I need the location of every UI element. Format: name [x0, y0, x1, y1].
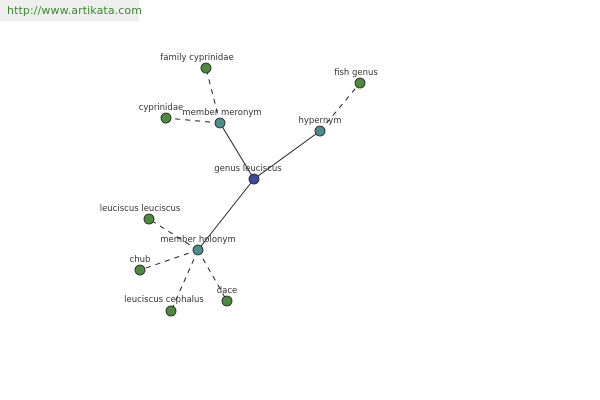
- node-family-cyprinidae[interactable]: family cyprinidae: [160, 53, 234, 74]
- node-label-fish-genus[interactable]: fish genus: [334, 68, 378, 78]
- edge-member-holonym-to-chub: [139, 249, 199, 271]
- edge-genus-leuciscus-to-member-holonym: [197, 178, 255, 251]
- edge-genus-leuciscus-to-hypernym: [253, 130, 321, 180]
- node-cyprinidae[interactable]: cyprinidae: [139, 103, 184, 124]
- node-label-dace[interactable]: dace: [217, 286, 238, 296]
- node-dot-member-holonym[interactable]: [192, 244, 204, 256]
- node-dot-leuciscus-leuciscus[interactable]: [143, 213, 155, 225]
- node-dot-cyprinidae[interactable]: [160, 112, 172, 124]
- graph-nodes: genus leuciscus member meronym hypernym mem…: [100, 53, 378, 317]
- node-label-leuciscus-leuciscus[interactable]: leuciscus leuciscus: [100, 204, 181, 214]
- node-member-meronym[interactable]: member meronym: [182, 108, 262, 129]
- node-dot-fish-genus[interactable]: [354, 77, 366, 89]
- node-label-member-holonym[interactable]: member holonym: [160, 235, 235, 245]
- url-link[interactable]: http://www.artikata.com: [7, 4, 143, 17]
- edge-genus-leuciscus-to-member-meronym: [219, 122, 255, 180]
- node-dot-member-meronym[interactable]: [214, 117, 226, 129]
- graph-edges: [139, 67, 361, 312]
- node-genus-leuciscus[interactable]: genus leuciscus: [214, 164, 282, 185]
- node-leuciscus-cephalus[interactable]: leuciscus cephalus: [124, 295, 204, 317]
- edge-hypernym-to-fish-genus: [319, 82, 361, 132]
- node-label-hypernym[interactable]: hypernym: [298, 116, 341, 126]
- node-dot-genus-leuciscus[interactable]: [248, 173, 260, 185]
- node-fish-genus[interactable]: fish genus: [334, 68, 378, 89]
- node-leuciscus-leuciscus[interactable]: leuciscus leuciscus: [100, 204, 181, 225]
- url-banner[interactable]: http://www.artikata.com: [0, 0, 143, 21]
- node-label-genus-leuciscus[interactable]: genus leuciscus: [214, 164, 282, 174]
- node-chub[interactable]: chub: [130, 255, 151, 276]
- node-dot-leuciscus-cephalus[interactable]: [165, 305, 177, 317]
- edge-member-holonym-to-leuciscus-cephalus: [170, 249, 199, 312]
- node-dot-family-cyprinidae[interactable]: [200, 62, 212, 74]
- node-hypernym[interactable]: hypernym: [298, 116, 342, 137]
- node-label-chub[interactable]: chub: [130, 255, 151, 265]
- node-dot-dace[interactable]: [221, 295, 233, 307]
- node-member-holonym[interactable]: member holonym: [160, 235, 236, 256]
- node-dot-chub[interactable]: [134, 264, 146, 276]
- node-label-family-cyprinidae[interactable]: family cyprinidae: [160, 53, 233, 63]
- node-dace[interactable]: dace: [217, 286, 238, 307]
- node-label-leuciscus-cephalus[interactable]: leuciscus cephalus: [124, 295, 204, 305]
- node-label-member-meronym[interactable]: member meronym: [182, 108, 261, 118]
- edge-member-meronym-to-cyprinidae: [165, 117, 221, 124]
- node-label-cyprinidae[interactable]: cyprinidae: [139, 103, 184, 113]
- node-dot-hypernym[interactable]: [314, 125, 326, 137]
